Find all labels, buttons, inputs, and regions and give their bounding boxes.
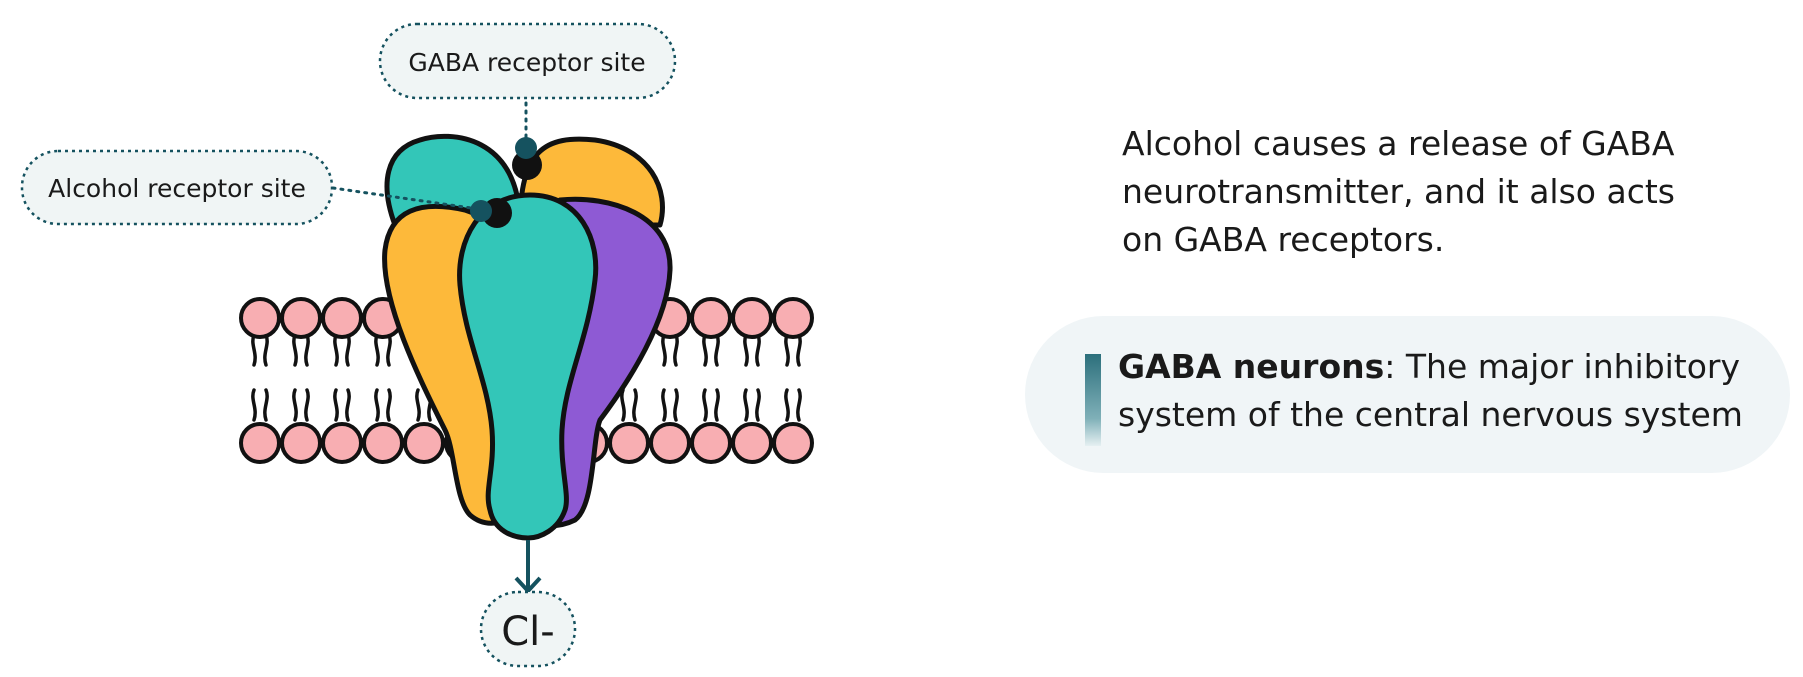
- alcohol-site-label: Alcohol receptor site: [48, 174, 306, 203]
- lipid-tails: [702, 333, 720, 422]
- lipid-tails: [251, 333, 269, 422]
- gaba-site-label: GABA receptor site: [408, 48, 645, 77]
- alcohol-site-marker: [470, 200, 492, 222]
- callout-accent-bar: [1085, 354, 1101, 446]
- lipid-tails: [743, 333, 761, 422]
- callout-definition: : The major inhibitory system of the cen…: [1118, 347, 1743, 434]
- gaba-binding-site: [512, 150, 542, 180]
- lipid-tails: [661, 333, 679, 422]
- lipid-head: [362, 422, 404, 464]
- ion-label: Cl-: [501, 609, 554, 655]
- lipid-head: [321, 422, 363, 464]
- gaba-receptor-diagram: GABA receptor site Alcohol receptor site…: [20, 22, 814, 668]
- description-text: Alcohol causes a release of GABA neurotr…: [1122, 124, 1675, 259]
- gaba-receptor-protein: [382, 133, 673, 541]
- lipid-tails: [292, 333, 310, 422]
- lipid-tails: [784, 333, 802, 422]
- lipid-head: [280, 422, 322, 464]
- lipid-head: [239, 297, 281, 339]
- definition-callout: GABA neurons: The major inhibitory syste…: [1025, 316, 1790, 473]
- lipid-head: [772, 422, 814, 464]
- lipid-head: [690, 297, 732, 339]
- lipid-head: [690, 422, 732, 464]
- ion-label-box: [479, 590, 577, 668]
- lipid-tails: [333, 333, 351, 422]
- lipid-head: [731, 297, 773, 339]
- lipid-head: [239, 422, 281, 464]
- alcohol-site-label-box: [20, 149, 334, 226]
- lipid-tails: [374, 333, 392, 422]
- alcohol-connector-line: [331, 186, 480, 211]
- lipid-head: [772, 297, 814, 339]
- lipid-head: [731, 422, 773, 464]
- lipid-head: [280, 297, 322, 339]
- callout-text: GABA neurons: The major inhibitory syste…: [1118, 343, 1778, 439]
- gaba-site-label-box: [378, 22, 677, 100]
- lipid-head: [608, 422, 650, 464]
- lipid-head: [403, 422, 445, 464]
- front-teal-subunit: [457, 192, 599, 541]
- gaba-site-marker: [515, 137, 537, 159]
- lipid-head: [321, 297, 363, 339]
- lipid-head: [649, 422, 691, 464]
- callout-term: GABA neurons: [1118, 347, 1385, 386]
